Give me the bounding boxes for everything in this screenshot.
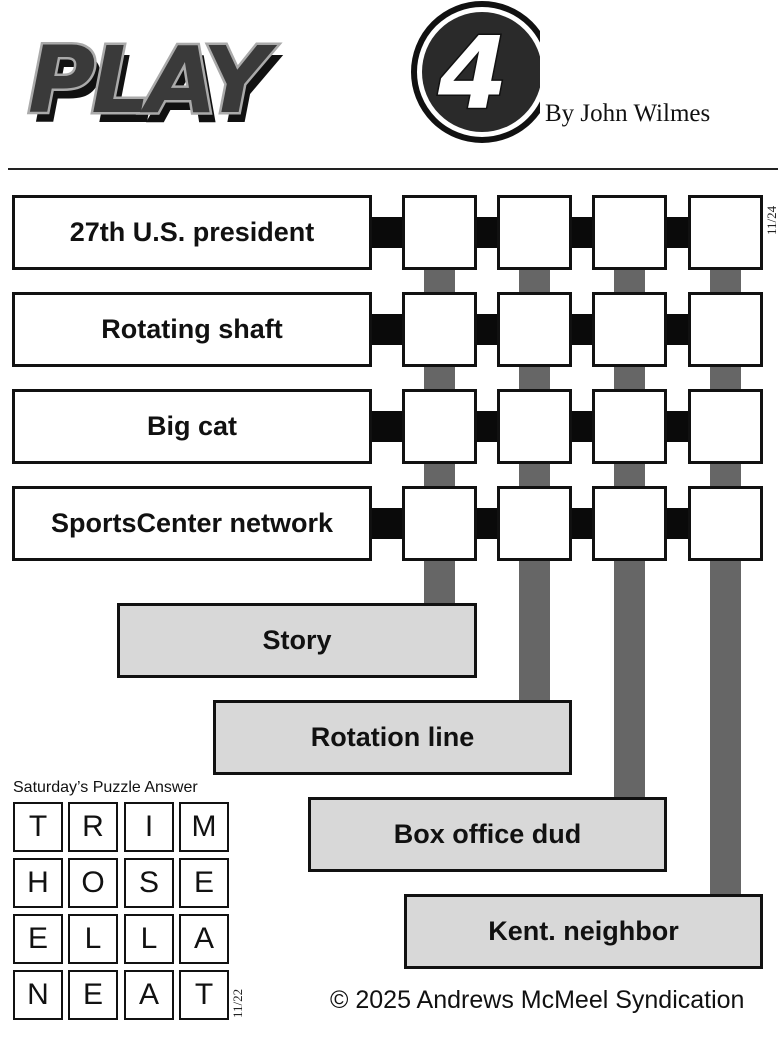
answer-cell: T — [179, 970, 229, 1020]
down-connector-4 — [710, 269, 741, 894]
logo-graphic: PLAY PLAY 4 — [26, 1, 553, 144]
across-clue-2-label: Rotating shaft — [101, 314, 283, 344]
down-clue-3: Box office dud — [308, 797, 667, 872]
answer-cell: R — [68, 802, 118, 852]
grid-cell[interactable] — [402, 195, 477, 270]
grid-cell[interactable] — [592, 292, 667, 367]
logo-number: 4 — [437, 15, 508, 132]
answer-date-tag: 11/22 — [230, 988, 245, 1018]
grid-cell[interactable] — [688, 195, 763, 270]
grid-cell[interactable] — [688, 292, 763, 367]
puzzle-date-tag: 11/24 — [764, 205, 778, 235]
grid-cell[interactable] — [592, 195, 667, 270]
across-clue-1: 27th U.S. president — [12, 195, 372, 270]
grid-cell[interactable] — [402, 486, 477, 561]
across-clue-2: Rotating shaft — [12, 292, 372, 367]
answer-cell: H — [13, 858, 63, 908]
previous-answer-title: Saturday’s Puzzle Answer — [13, 779, 198, 796]
across-clue-4: SportsCenter network — [12, 486, 372, 561]
logo-shadow-text: PLAY — [34, 37, 284, 144]
across-clue-4-label: SportsCenter network — [50, 508, 334, 538]
down-clue-1-label: Story — [262, 625, 332, 655]
grid-cell[interactable] — [688, 389, 763, 464]
answer-cell: E — [68, 970, 118, 1020]
logo-text: PLAY — [28, 27, 278, 134]
copyright: © 2025 Andrews McMeel Syndication — [330, 986, 745, 1014]
across-clue-3: Big cat — [12, 389, 372, 464]
grid-cell[interactable] — [592, 389, 667, 464]
answer-cell: L — [124, 914, 174, 964]
byline: By John Wilmes — [545, 100, 711, 127]
answer-cell: I — [124, 802, 174, 852]
header-divider — [8, 168, 778, 170]
down-clue-1: Story — [117, 603, 477, 678]
down-clue-4-label: Kent. neighbor — [488, 916, 679, 946]
answer-cell: M — [179, 802, 229, 852]
down-clue-4: Kent. neighbor — [404, 894, 763, 969]
answer-cell: A — [179, 914, 229, 964]
across-clue-1-label: 27th U.S. president — [69, 217, 315, 247]
grid-cell[interactable] — [402, 389, 477, 464]
down-clue-2: Rotation line — [213, 700, 572, 775]
grid-cell[interactable] — [497, 292, 572, 367]
grid-cell[interactable] — [497, 195, 572, 270]
answer-cell: E — [13, 914, 63, 964]
answer-cell: T — [13, 802, 63, 852]
answer-cell: E — [179, 858, 229, 908]
answer-cell: L — [68, 914, 118, 964]
answer-cell: N — [13, 970, 63, 1020]
answer-cell: S — [124, 858, 174, 908]
grid-cell[interactable] — [497, 389, 572, 464]
play4-logo: PLAY PLAY 4 — [20, 0, 553, 170]
grid-cell[interactable] — [592, 486, 667, 561]
answer-cell: A — [124, 970, 174, 1020]
grid-cell[interactable] — [688, 486, 763, 561]
down-clue-2-label: Rotation line — [310, 722, 475, 752]
down-clue-3-label: Box office dud — [393, 819, 582, 849]
grid-cell[interactable] — [497, 486, 572, 561]
grid-cell[interactable] — [402, 292, 477, 367]
across-clue-3-label: Big cat — [146, 411, 238, 441]
answer-cell: O — [68, 858, 118, 908]
